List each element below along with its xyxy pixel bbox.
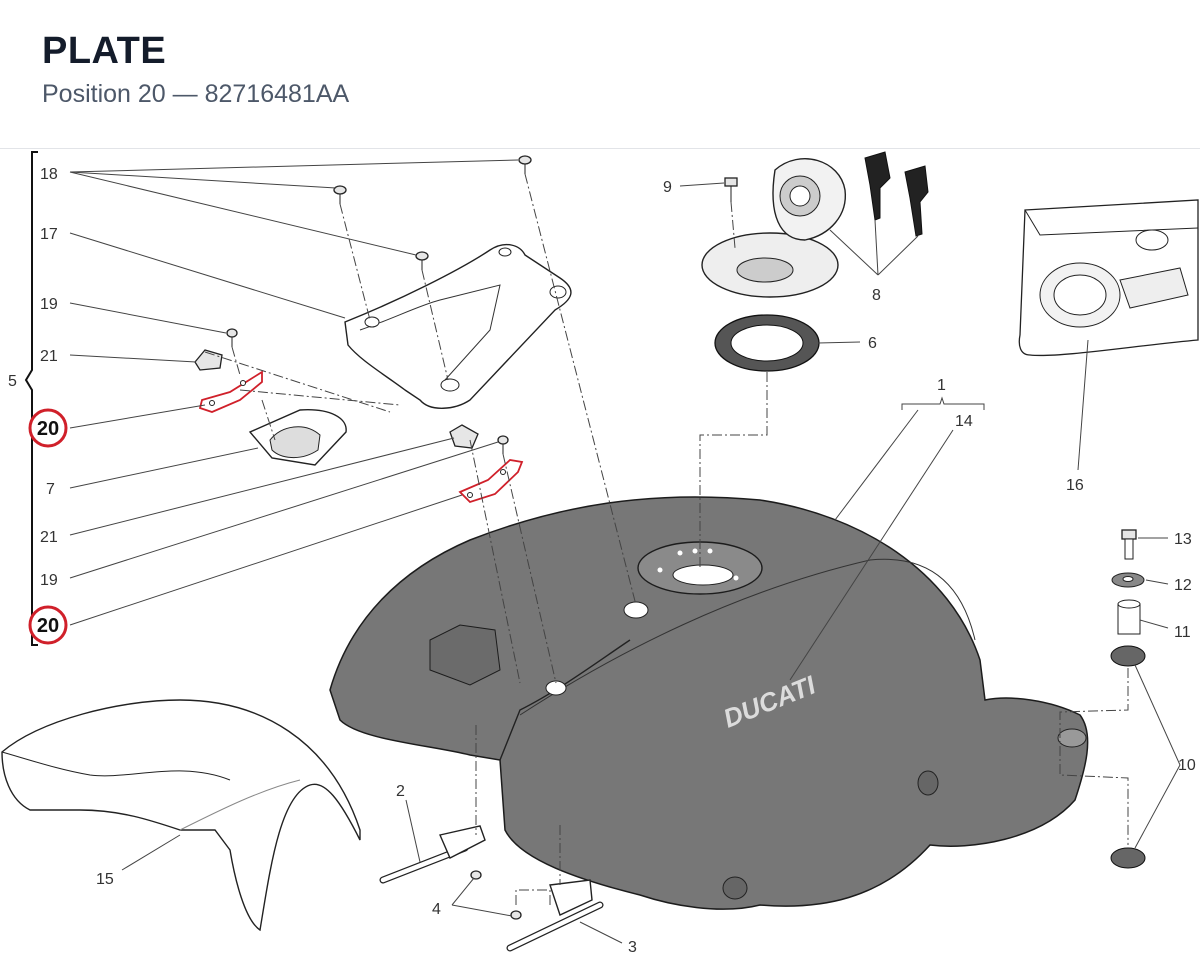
plate-part-17[interactable] (344, 243, 572, 409)
label-19-b[interactable]: 19 (40, 572, 58, 589)
page-subtitle: Position 20 — 82716481AA (42, 80, 350, 108)
cover-15[interactable] (1, 699, 361, 932)
inset-detail-16[interactable] (1018, 199, 1199, 357)
label-14[interactable]: 14 (955, 413, 973, 430)
label-13[interactable]: 13 (1174, 531, 1192, 548)
callout-20-b-label: 20 (37, 615, 59, 637)
label-21-a[interactable]: 21 (40, 348, 58, 365)
assembly-lines (204, 173, 1129, 905)
label-10[interactable]: 10 (1178, 757, 1196, 774)
label-1[interactable]: 1 (937, 377, 946, 394)
screw-18-b[interactable] (415, 251, 429, 270)
label-5[interactable]: 5 (8, 373, 17, 390)
fuel-cap[interactable] (701, 158, 846, 298)
screw-13[interactable] (1121, 529, 1137, 560)
label-12[interactable]: 12 (1174, 577, 1192, 594)
page-title: PLATE (42, 30, 167, 72)
part-labels: 18 17 19 21 5 7 21 19 9 8 6 1 14 16 13 1… (8, 166, 1196, 956)
label-3[interactable]: 3 (628, 939, 637, 956)
screw-19-a[interactable] (226, 328, 238, 347)
clip-21-b[interactable] (449, 424, 479, 449)
screw-9[interactable] (724, 177, 738, 202)
label-6[interactable]: 6 (868, 335, 877, 352)
screw-4-b[interactable] (510, 910, 522, 920)
label-2[interactable]: 2 (396, 783, 405, 800)
callout-20-b[interactable]: 20 (28, 605, 68, 645)
label-17[interactable]: 17 (40, 226, 58, 243)
screw-18-c[interactable] (518, 155, 532, 174)
label-4[interactable]: 4 (432, 901, 441, 918)
label-21-b[interactable]: 21 (40, 529, 58, 546)
label-8[interactable]: 8 (872, 287, 881, 304)
fuel-tank[interactable]: DUCATI (329, 496, 1089, 910)
label-19-a[interactable]: 19 (40, 296, 58, 313)
header: PLATE Position 20 — 82716481AA (0, 0, 1200, 149)
group-5-bracket (24, 151, 38, 646)
screw-4-a[interactable] (470, 870, 482, 880)
screw-19-b[interactable] (497, 435, 509, 454)
grommet-10-a[interactable] (1110, 645, 1146, 667)
label-15[interactable]: 15 (96, 871, 114, 888)
key-8-a[interactable] (864, 151, 891, 221)
pin-2[interactable] (379, 825, 486, 884)
label-16[interactable]: 16 (1066, 477, 1084, 494)
pin-3[interactable] (506, 879, 604, 952)
callout-20-a[interactable]: 20 (28, 408, 68, 448)
screw-18-a[interactable] (333, 185, 347, 204)
grommet-10-b[interactable] (1110, 847, 1146, 869)
key-8-b[interactable] (904, 165, 929, 237)
label-9[interactable]: 9 (663, 179, 672, 196)
gasket-6[interactable] (714, 314, 820, 372)
label-18[interactable]: 18 (40, 166, 58, 183)
ring-support-7[interactable] (248, 409, 347, 466)
clip-21-a[interactable] (194, 349, 223, 371)
leader-lines (69, 159, 1181, 944)
spacer-11[interactable] (1117, 599, 1141, 635)
washer-12[interactable] (1111, 572, 1145, 588)
label-11[interactable]: 11 (1174, 624, 1191, 641)
label-7[interactable]: 7 (46, 481, 55, 498)
plate-20-a[interactable] (198, 370, 263, 413)
plate-20-b[interactable] (458, 459, 524, 504)
callout-20-a-label: 20 (37, 418, 59, 440)
